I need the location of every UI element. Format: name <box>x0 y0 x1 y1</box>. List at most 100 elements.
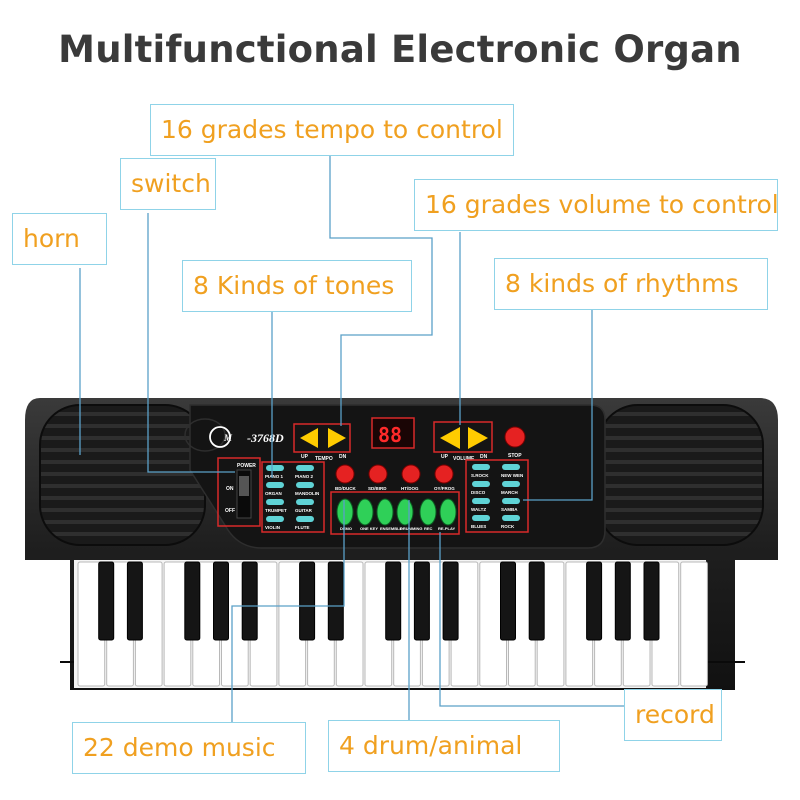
page-title: Multifunctional Electronic Organ <box>58 28 742 71</box>
rhythm-buttons-box <box>465 459 529 533</box>
drum-button-label: BD/DUCK <box>335 486 356 491</box>
drum-button[interactable] <box>368 464 388 484</box>
black-key[interactable] <box>126 561 143 641</box>
demo-button-label: DRUMMING <box>400 526 422 531</box>
tone-button-label: MANDOLIN <box>295 491 319 496</box>
rhythm-button-label: ROCK <box>501 524 515 529</box>
callout-demo: 22 demo music <box>72 722 306 774</box>
tempo-up-button[interactable] <box>328 428 346 448</box>
rhythm-button[interactable] <box>502 464 520 470</box>
drum-button[interactable] <box>434 464 454 484</box>
rhythm-button-label: SAMBA <box>501 507 518 512</box>
right-speaker-grill <box>597 404 764 546</box>
tone-button-label: TRUMPET <box>265 508 287 513</box>
stop-label: STOP <box>508 453 522 459</box>
tone-button[interactable] <box>266 482 284 488</box>
volume-down-button[interactable] <box>440 427 460 449</box>
white-key[interactable] <box>680 561 708 687</box>
tone-button-label: VIOLIN <box>265 525 280 530</box>
drum-buttons: BD/DUCK SD/BIRD HT/DOG OY/FROG <box>335 464 455 491</box>
black-key[interactable] <box>327 561 344 641</box>
tone-button[interactable] <box>296 465 314 471</box>
drum-button-label: SD/BIRD <box>368 486 387 491</box>
rhythm-button[interactable] <box>502 515 520 521</box>
callout-tones: 8 Kinds of tones <box>182 260 412 312</box>
black-key[interactable] <box>299 561 316 641</box>
tone-button-label: PIANO 1 <box>265 474 284 479</box>
tone-button[interactable] <box>266 465 284 471</box>
rhythm-button-label: MARCH <box>501 490 518 495</box>
black-key[interactable] <box>98 561 115 641</box>
black-key[interactable] <box>643 561 660 641</box>
brand-logo-letter: M <box>223 433 233 443</box>
black-key[interactable] <box>586 561 603 641</box>
leader-lines <box>79 155 625 722</box>
leader-tempo <box>329 155 433 426</box>
tempo-label: TEMPO <box>315 456 333 462</box>
green-function-button[interactable] <box>396 498 414 526</box>
tone-button[interactable] <box>296 516 314 522</box>
drum-button-label: OY/FROG <box>434 486 455 491</box>
tempo-dn-label: DN <box>339 454 347 460</box>
black-key[interactable] <box>500 561 516 641</box>
callout-drum: 4 drum/animal <box>328 720 560 772</box>
black-key[interactable] <box>528 561 545 641</box>
rhythm-button[interactable] <box>472 464 490 470</box>
power-switch-box <box>217 457 261 527</box>
tempo-down-button[interactable] <box>300 428 318 448</box>
rhythm-button-label: DISCO <box>471 490 486 495</box>
rhythm-button-label: NEW WEN <box>501 473 523 478</box>
black-key[interactable] <box>241 561 258 641</box>
volume-up-button[interactable] <box>468 427 488 449</box>
volume-up-label: UP <box>441 454 449 460</box>
tone-buttons-box <box>261 461 325 533</box>
stop-button[interactable] <box>504 426 526 448</box>
rhythm-button-label: S.ROCK <box>471 473 489 478</box>
drum-button-label: HT/DOG <box>401 486 419 491</box>
demo-button-label: ENSEMBLE <box>380 526 403 531</box>
leader-switch <box>147 213 235 473</box>
rhythm-button[interactable] <box>472 515 490 521</box>
leader-rhythms <box>523 310 593 501</box>
rhythm-button[interactable] <box>502 498 520 504</box>
black-key[interactable] <box>442 561 459 641</box>
left-speaker-grill <box>39 404 206 546</box>
drum-button[interactable] <box>335 464 355 484</box>
green-function-button[interactable] <box>356 498 374 526</box>
tone-button[interactable] <box>266 499 284 505</box>
black-key[interactable] <box>614 561 631 641</box>
tone-button[interactable] <box>296 482 314 488</box>
brand-logo-icon <box>209 426 231 448</box>
black-keys <box>98 561 660 641</box>
model-number: -3768D <box>247 431 284 445</box>
callout-horn: horn <box>12 213 107 265</box>
green-function-button[interactable] <box>419 498 437 526</box>
volume-dn-label: DN <box>480 454 488 460</box>
green-function-button[interactable] <box>336 498 354 526</box>
green-function-button[interactable] <box>376 498 394 526</box>
rhythm-button[interactable] <box>502 481 520 487</box>
black-key[interactable] <box>213 561 229 641</box>
drum-button[interactable] <box>401 464 421 484</box>
rhythm-button[interactable] <box>472 481 490 487</box>
black-key[interactable] <box>385 561 402 641</box>
green-function-button[interactable] <box>439 498 457 526</box>
on-label: ON <box>226 486 234 492</box>
callout-record: record <box>624 689 722 741</box>
tone-button[interactable] <box>296 499 314 505</box>
demo-button-label: ONE KEY <box>360 526 378 531</box>
power-label: POWER <box>237 463 256 469</box>
record-button-label: REC <box>424 526 433 531</box>
tone-button-label: FLUTE <box>295 525 310 530</box>
demo-record-box <box>330 491 460 535</box>
rhythm-button[interactable] <box>472 498 490 504</box>
black-key[interactable] <box>184 561 201 641</box>
tone-button[interactable] <box>266 516 284 522</box>
tempo-box <box>293 423 351 453</box>
black-key[interactable] <box>413 561 430 641</box>
volume-box <box>433 421 493 453</box>
